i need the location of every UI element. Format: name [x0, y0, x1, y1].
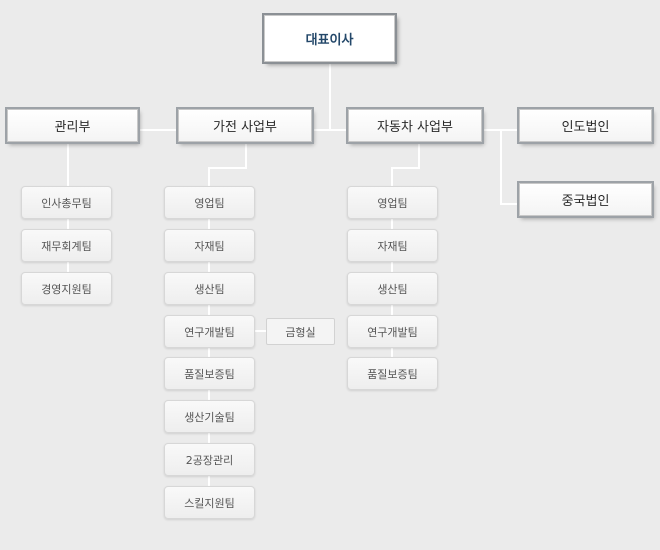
dept-automotive: 자동차 사업부: [348, 109, 482, 142]
connector-china-h: [500, 203, 518, 205]
connector-side-room: [253, 330, 267, 332]
automotive-team: 영업팀: [347, 186, 438, 219]
connector-auto-down: [391, 167, 393, 375]
team-label: 영업팀: [194, 196, 225, 210]
automotive-team: 생산팀: [347, 272, 438, 305]
appliance-team: 스킬지원팀: [164, 486, 255, 519]
appliance-team: 자재팀: [164, 229, 255, 262]
team-label: 인사총무팀: [41, 196, 92, 210]
team-label: 자재팀: [194, 239, 225, 253]
connector-main-horizontal: [138, 129, 520, 131]
team-label: 품질보증팀: [367, 367, 418, 381]
team-label: 자재팀: [377, 239, 408, 253]
appliance-team: 생산팀: [164, 272, 255, 305]
team-label: 재무회계팀: [41, 239, 92, 253]
connector-auto-elbow-h: [391, 167, 420, 169]
connector-auto-elbow-v: [418, 143, 420, 168]
team-label: 생산팀: [194, 282, 225, 296]
dept-appliance: 가전 사업부: [178, 109, 312, 142]
dept-china: 중국법인: [519, 183, 652, 216]
admin-team: 경영지원팀: [21, 272, 112, 305]
automotive-team: 품질보증팀: [347, 357, 438, 390]
dept-automotive-label: 자동차 사업부: [377, 120, 453, 135]
automotive-team: 자재팀: [347, 229, 438, 262]
connector-appliance-elbow-h: [208, 167, 247, 169]
automotive-team: 연구개발팀: [347, 315, 438, 348]
team-label: 품질보증팀: [184, 367, 235, 381]
ceo-box: 대표이사: [264, 15, 395, 62]
dept-india: 인도법인: [519, 109, 652, 142]
team-label: 영업팀: [377, 196, 408, 210]
team-label: 스킬지원팀: [184, 496, 235, 510]
appliance-team: 품질보증팀: [164, 357, 255, 390]
side-room-label: 금형실: [285, 325, 316, 339]
appliance-side-room: 금형실: [266, 318, 335, 345]
ceo-label: 대표이사: [305, 33, 354, 48]
admin-team: 인사총무팀: [21, 186, 112, 219]
dept-admin: 관리부: [7, 109, 138, 142]
connector-subsidiary-v: [500, 129, 502, 205]
dept-china-label: 중국법인: [561, 194, 610, 209]
dept-appliance-label: 가전 사업부: [213, 120, 277, 135]
team-label: 연구개발팀: [184, 325, 235, 339]
appliance-team: 연구개발팀: [164, 315, 255, 348]
connector-appliance-elbow-v: [245, 143, 247, 168]
team-label: 연구개발팀: [367, 325, 418, 339]
appliance-team: 2공장관리: [164, 443, 255, 476]
team-label: 경영지원팀: [41, 282, 92, 296]
team-label: 2공장관리: [185, 453, 234, 467]
admin-team: 재무회계팀: [21, 229, 112, 262]
appliance-team: 생산기술팀: [164, 400, 255, 433]
dept-admin-label: 관리부: [54, 120, 91, 135]
appliance-team: 영업팀: [164, 186, 255, 219]
team-label: 생산팀: [377, 282, 408, 296]
team-label: 생산기술팀: [184, 410, 235, 424]
connector-ceo-down: [329, 60, 331, 130]
dept-india-label: 인도법인: [561, 120, 610, 135]
